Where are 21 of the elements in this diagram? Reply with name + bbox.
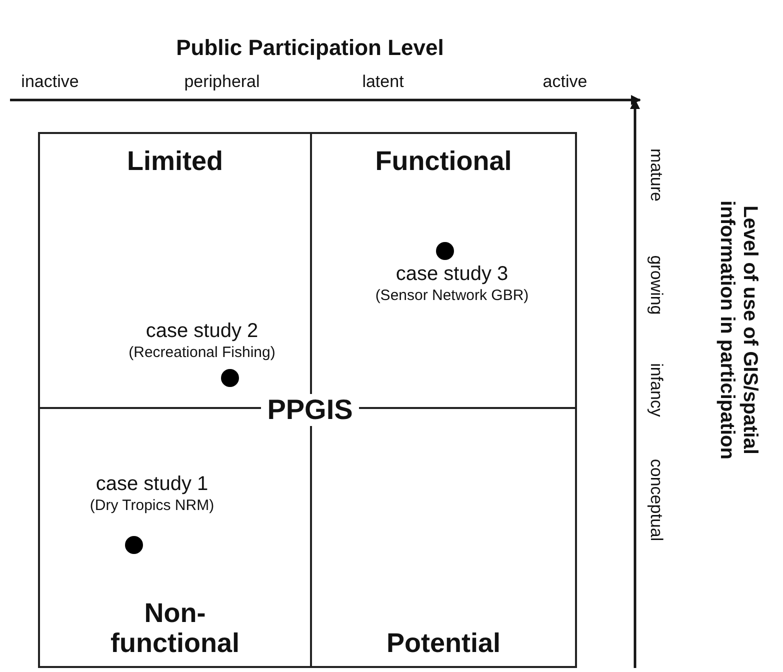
case-study-label: case study 2: [146, 319, 258, 343]
case-study-subtitle: (Sensor Network GBR): [375, 286, 529, 306]
case-study-subtitle: (Recreational Fishing): [128, 343, 276, 363]
axis-title: Level of use of GIS/spatial information in participation: [715, 200, 761, 462]
axis-tick-label: latent: [362, 72, 404, 92]
axis-title: Public Participation Level: [176, 35, 444, 61]
quadrant-heading: Non-functional: [110, 598, 240, 658]
axis-tick-label: inactive: [21, 72, 79, 92]
case-study-label: case study 1: [96, 472, 208, 496]
axis-tick-label: active: [542, 72, 588, 92]
case-study-label: case study 3: [396, 262, 508, 286]
case-study-subtitle: (Dry Tropics NRM): [90, 496, 214, 516]
axis-tick-label: infancy: [646, 363, 666, 417]
quadrant-heading: Functional: [375, 146, 512, 176]
axis-tick-label: mature: [646, 148, 666, 202]
axis-tick-label: conceptual: [646, 458, 666, 542]
quadrant-heading: Limited: [126, 146, 223, 176]
axis-tick-label: growing: [646, 255, 666, 315]
center-label: PPGIS: [261, 394, 359, 426]
axis-tick-label: peripheral: [184, 72, 260, 92]
quadrant-heading: Potential: [386, 628, 500, 658]
